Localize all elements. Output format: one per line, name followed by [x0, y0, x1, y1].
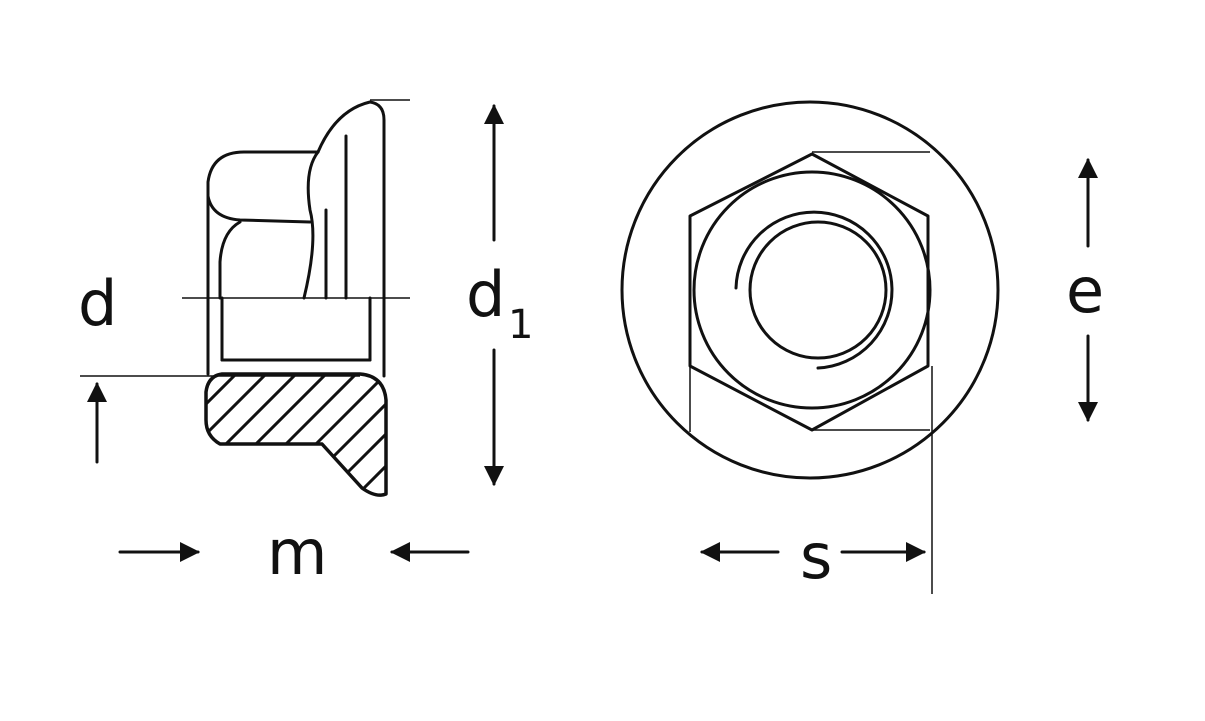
- d1-dimension: d 1: [466, 104, 533, 486]
- m-label: m: [267, 516, 327, 589]
- side-view-hex-facet-curve: [218, 220, 242, 300]
- side-view: [80, 99, 410, 497]
- front-view-flange-circle: [620, 100, 1000, 480]
- m-dimension: m: [118, 516, 470, 589]
- d-label: d: [78, 267, 117, 340]
- side-view-section-hatching: [206, 374, 386, 496]
- side-view-flange-outline: [316, 100, 386, 302]
- d1-label: d: [466, 258, 505, 331]
- side-view-hex-facet-line: [206, 194, 312, 224]
- s-label: s: [800, 520, 832, 593]
- side-view-hex-top-outline: [206, 150, 320, 302]
- d1-subscript: 1: [508, 302, 533, 348]
- front-view-thread-arc: [734, 210, 894, 370]
- front-view: [620, 100, 1000, 594]
- front-view-chamfer-circle: [692, 170, 932, 410]
- front-view-bore-circle: [748, 220, 888, 360]
- s-dimension: s: [700, 520, 926, 593]
- side-view-section-outline: [204, 372, 388, 497]
- side-view-flange-inner-curve: [302, 150, 320, 300]
- e-label: e: [1066, 254, 1104, 327]
- d-dimension: d: [78, 267, 117, 464]
- e-dimension: e: [1066, 158, 1104, 422]
